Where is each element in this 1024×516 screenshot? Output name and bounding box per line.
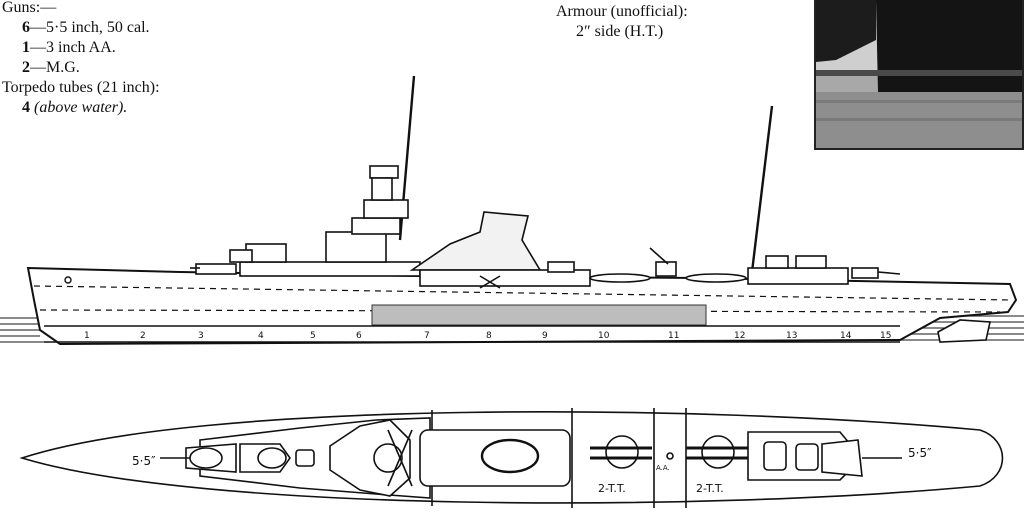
section-number: 5 [310, 331, 316, 341]
plan-view [19, 408, 1004, 508]
gun-count: 1 [22, 39, 30, 56]
torpedo-line: 4 (above water). [2, 98, 160, 118]
gun-line-3: 2—M.G. [2, 58, 160, 78]
section-number: 6 [356, 331, 362, 341]
armour-belt [371, 304, 707, 326]
section-number: 13 [786, 331, 797, 341]
fore-gun-label: 5·5″ [132, 454, 156, 468]
gun-desc: —3 inch AA. [30, 39, 116, 56]
section-number: 12 [734, 331, 745, 341]
tt-label-1: 2-T.T. [598, 482, 626, 495]
section-number: 15 [880, 331, 891, 341]
section-number: 9 [542, 331, 548, 341]
section-number: 11 [668, 331, 679, 341]
aa-label: A.A. [656, 464, 670, 472]
section-number: 4 [258, 331, 264, 341]
section-number: 3 [198, 331, 204, 341]
gun-desc: —M.G. [30, 59, 80, 76]
tt-label-2: 2-T.T. [696, 482, 724, 495]
plan-labels: 5·5″ 5·5″ 2-T.T. 2-T.T. A.A. [132, 446, 932, 495]
gun-count: 2 [22, 59, 30, 76]
section-number: 7 [424, 331, 430, 341]
funnel [409, 211, 542, 271]
gun-line-2: 1—3 inch AA. [2, 38, 160, 58]
section-number: 2 [140, 331, 146, 341]
ship-photo [814, 0, 1024, 150]
torpedo-desc: (above water). [34, 99, 128, 116]
section-number: 10 [598, 331, 610, 341]
armour-block: Armour (unofficial): 2″ side (H.T.) [556, 2, 688, 42]
section-numbers: 1 2 3 4 5 6 7 8 9 10 11 12 13 14 15 [84, 331, 891, 341]
section-number: 14 [840, 331, 852, 341]
section-number: 1 [84, 331, 90, 341]
mainmast [750, 105, 774, 273]
ship-photo-image [816, 0, 1022, 148]
torpedo-count: 4 [22, 99, 30, 116]
armour-value: 2″ side (H.T.) [576, 23, 664, 40]
gun-line-1: 6—5·5 inch, 50 cal. [2, 18, 160, 38]
section-number: 8 [486, 331, 492, 341]
gun-count: 6 [22, 19, 30, 36]
aft-gun-label: 5·5″ [908, 446, 932, 460]
specs-block: Guns:— 6—5·5 inch, 50 cal. 1—3 inch AA. … [2, 0, 160, 118]
guns-heading: Guns:— [2, 0, 57, 16]
armour-heading: Armour (unofficial): [556, 3, 688, 20]
torpedo-heading: Torpedo tubes (21 inch): [2, 79, 160, 96]
gun-desc: —5·5 inch, 50 cal. [30, 19, 150, 36]
